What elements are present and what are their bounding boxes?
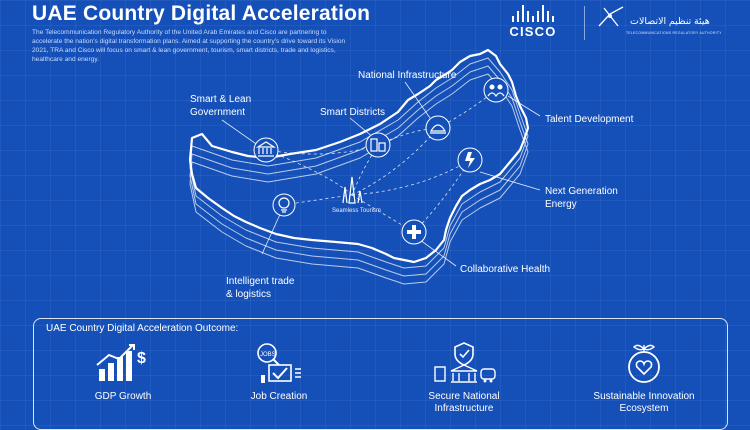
tra-english-name: TELECOMMUNICATIONS REGULATORY AUTHORITY xyxy=(626,31,722,35)
cisco-bars-icon xyxy=(500,4,566,22)
outcome-label: Secure National Infrastructure xyxy=(428,391,500,414)
intro-paragraph: The Telecommunication Regulatory Authori… xyxy=(32,29,346,64)
secure-infrastructure-icon xyxy=(434,342,496,383)
label-next-generation-energy: Next Generation Energy xyxy=(545,186,618,210)
job-creation-icon: JOBS xyxy=(257,343,301,383)
smart-districts-node-icon xyxy=(365,132,391,158)
trade-node-icon xyxy=(272,193,296,217)
outcome-job-creation: JOBS Job Creation xyxy=(224,341,334,403)
talent-node-icon xyxy=(483,77,509,103)
label-smart-lean-government: Smart & Lean Government xyxy=(190,94,252,118)
logo-divider xyxy=(584,6,585,40)
cisco-wordmark: CISCO xyxy=(509,24,557,39)
map-layers xyxy=(189,57,529,285)
gdp-growth-icon: $ xyxy=(96,344,146,381)
tourism-node-icon xyxy=(342,176,363,204)
outcome-label: Sustainable Innovation Ecosystem xyxy=(593,391,695,414)
tra-logo: هيئة تنظيم الاتصالات TELECOMMUNICATIONS … xyxy=(596,4,732,44)
infrastructure-node-icon xyxy=(425,115,451,141)
energy-node-icon xyxy=(457,147,483,173)
outcome-sustainable-ecosystem: Sustainable Innovation Ecosystem xyxy=(574,341,714,415)
uae-map xyxy=(188,48,541,285)
tra-arabic-name: هيئة تنظيم الاتصالات xyxy=(630,16,710,27)
cisco-logo: CISCO xyxy=(500,4,566,42)
outcome-panel: UAE Country Digital Acceleration Outcome… xyxy=(33,318,728,430)
government-node-icon xyxy=(253,137,279,163)
outcome-heading: UAE Country Digital Acceleration Outcome… xyxy=(46,323,239,334)
partner-logos: CISCO هيئة تنظيم الاتصالات TELECOMMUNICA… xyxy=(500,4,732,44)
label-talent-development: Talent Development xyxy=(545,114,634,125)
outcome-label: GDP Growth xyxy=(94,391,152,402)
sustainable-ecosystem-icon xyxy=(628,344,660,383)
label-national-infrastructure: National Infrastructure xyxy=(358,70,457,81)
label-intelligent-trade: Intelligent trade & logistics xyxy=(226,276,295,300)
outcome-label: Job Creation xyxy=(250,391,308,402)
outcome-gdp-growth: $ GDP Growth xyxy=(68,341,178,403)
svg-text:$: $ xyxy=(137,350,146,367)
svg-text:JOBS: JOBS xyxy=(260,352,276,358)
leader-lines xyxy=(221,81,541,267)
map-outline xyxy=(188,48,530,264)
tra-emblem-icon xyxy=(598,6,624,27)
label-seamless-tourism: Seamless Tourism xyxy=(332,208,381,214)
outcome-secure-infrastructure: Secure National Infrastructure xyxy=(394,341,534,415)
page-title: UAE Country Digital Acceleration xyxy=(32,2,371,25)
label-smart-districts: Smart Districts xyxy=(320,107,385,118)
health-node-icon xyxy=(401,219,427,245)
label-collaborative-health: Collaborative Health xyxy=(460,264,551,275)
